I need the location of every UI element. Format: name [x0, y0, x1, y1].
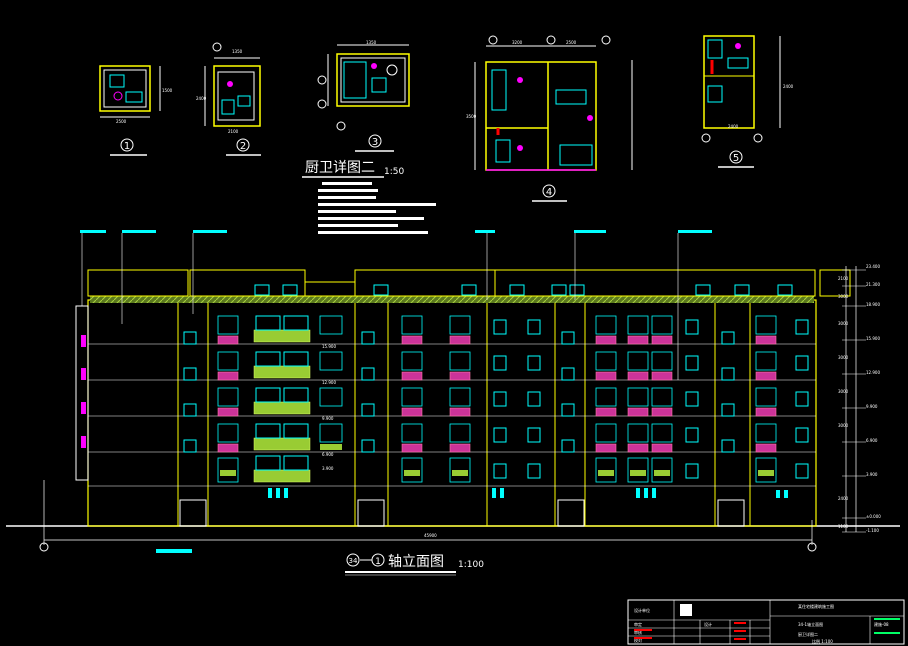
floor-mark-2: 12.900 — [322, 380, 336, 385]
detail-5-number: 5 — [733, 153, 739, 164]
side-dim-7: 1100 — [838, 524, 849, 529]
tb-project: 某住宅楼建筑施工图 — [798, 603, 834, 609]
d5-height-dim: 2400 — [783, 84, 794, 89]
level-5: 9.900 — [866, 404, 878, 409]
title-block: 设计单位 某住宅楼建筑施工图 34-1轴立面图 厨卫详图二 比例 1:100 审… — [627, 599, 905, 645]
d5-width-dim: 2400 — [728, 124, 739, 129]
tb-row-2: 校对 — [634, 637, 642, 643]
level-4: 12.900 — [866, 370, 880, 375]
side-dim-5: 3000 — [838, 423, 849, 428]
tb-design-unit: 设计单位 — [634, 607, 650, 613]
detail-3-number: 3 — [372, 137, 378, 148]
d4-left-dim: 3200 — [512, 40, 523, 45]
floor-mark-3: 9.900 — [322, 416, 334, 421]
tb-content-2: 厨卫详图二 — [798, 631, 818, 637]
floor-mark-4: 6.900 — [322, 452, 334, 457]
level-7: 3.900 — [866, 472, 878, 477]
level-9: -1.100 — [866, 528, 879, 533]
detail-1: 2500 1500 1 — [99, 65, 173, 156]
d2-width-dim: 2100 — [228, 129, 239, 134]
side-dim-4: 3000 — [838, 389, 849, 394]
side-dim-1: 3000 — [838, 294, 849, 299]
level-2: 18.900 — [866, 302, 880, 307]
level-3: 15.900 — [866, 336, 880, 341]
detail-4: 3200 2500 3500 4 — [466, 35, 633, 202]
level-6: 6.900 — [866, 438, 878, 443]
side-dim-3: 3000 — [838, 355, 849, 360]
green-balconies — [253, 315, 311, 483]
detail-4-number: 4 — [546, 187, 552, 198]
d1-height-dim: 1500 — [162, 88, 173, 93]
window-columns — [217, 315, 777, 483]
elevation-drawing: 15.900 12.900 9.900 6.900 3.900 — [6, 230, 900, 553]
detail-2-number: 2 — [240, 141, 246, 152]
tb-row-3: 设计 — [704, 621, 712, 627]
overall-width-dim: 45900 — [424, 533, 437, 538]
level-1: 21.300 — [866, 282, 880, 287]
elevation-axis-start: 34 — [349, 557, 358, 565]
level-8: ±0.000 — [866, 514, 881, 519]
detail-sheet-scale: 1:50 — [384, 167, 404, 177]
detail-3: 1350 3 — [317, 40, 410, 152]
detail-notes — [318, 182, 436, 234]
tb-row-1: 审核 — [634, 629, 642, 635]
detail-1-number: 1 — [124, 141, 130, 152]
parapet-band — [90, 296, 814, 303]
level-marks: 23.400 21.300 18.900 15.900 12.900 9.900… — [838, 264, 881, 533]
callout-labels — [80, 230, 712, 553]
tb-sheet-no: 建施-08 — [874, 621, 889, 627]
detail-1-marker-circle — [120, 138, 134, 152]
floor-mark-5: 3.900 — [322, 466, 334, 471]
floor-elevation-labels: 15.900 12.900 9.900 6.900 3.900 — [322, 344, 336, 471]
elevation-title-text: 轴立面图 — [388, 554, 444, 570]
d4-right-dim: 2500 — [566, 40, 577, 45]
level-0: 23.400 — [866, 264, 880, 269]
side-dim-0: 2100 — [838, 276, 849, 281]
d3-top-dim: 1350 — [366, 40, 377, 45]
side-dim-2: 3000 — [838, 321, 849, 326]
tb-row-0: 审定 — [634, 621, 642, 627]
elevation-axis-end: 1 — [375, 557, 381, 567]
detail-2: 1350 2400 2100 2 — [196, 42, 261, 156]
detail-5: 2400 2400 5 — [701, 35, 794, 168]
tb-content-1: 34-1轴立面图 — [798, 621, 823, 627]
elevation-scale: 1:100 — [458, 560, 484, 570]
side-dim-6: 2400 — [838, 496, 849, 501]
d1-width-dim: 2500 — [116, 119, 127, 124]
d4-height-dim: 3500 — [466, 114, 477, 119]
floor-mark-1: 15.900 — [322, 344, 336, 349]
elevation-title: 34 1 轴立面图 1:100 — [345, 553, 484, 576]
d2-top-dim: 1350 — [232, 49, 243, 54]
d2-height-dim: 2400 — [196, 96, 207, 101]
tb-scale: 比例 1:100 — [812, 638, 833, 644]
detail-sheet-title: 厨卫详图二 — [305, 160, 375, 176]
